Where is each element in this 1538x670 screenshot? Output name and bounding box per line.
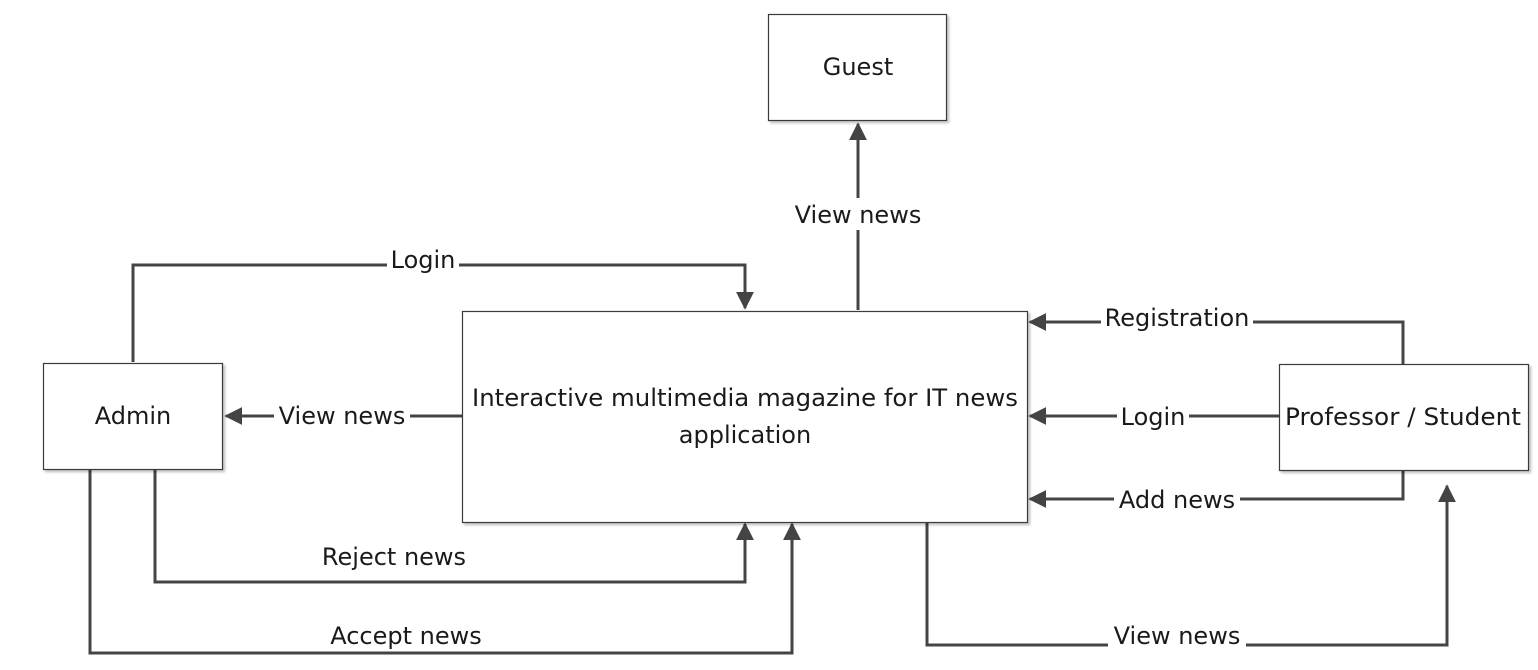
flow-ps-add-news-label: Add news — [1119, 486, 1235, 514]
flow-admin-accept-line — [88, 470, 801, 655]
admin-label: Admin — [95, 402, 172, 430]
system-box — [461, 310, 1029, 524]
flow-admin-login-label: Login — [391, 246, 456, 274]
flow-system-to-admin-label: View news — [279, 402, 406, 430]
guest-box — [767, 13, 948, 122]
flow-system-to-guest-label: View news — [795, 201, 922, 229]
professor-student-label: Professor / Student — [1285, 403, 1521, 431]
flow-admin-reject-line — [153, 470, 754, 584]
flow-admin-accept-label: Accept news — [330, 622, 482, 650]
flow-ps-login-label: Login — [1121, 403, 1186, 431]
professor-student-box — [1278, 363, 1530, 472]
flow-system-to-ps-label: View news — [1114, 622, 1241, 650]
system-label-line2: application — [679, 421, 811, 449]
flow-admin-reject-label: Reject news — [322, 543, 466, 571]
flow-ps-registration-label: Registration — [1105, 304, 1250, 332]
system-label-line1: Interactive multimedia magazine for IT n… — [472, 384, 1018, 412]
guest-label: Guest — [823, 53, 894, 81]
admin-box — [42, 362, 224, 471]
